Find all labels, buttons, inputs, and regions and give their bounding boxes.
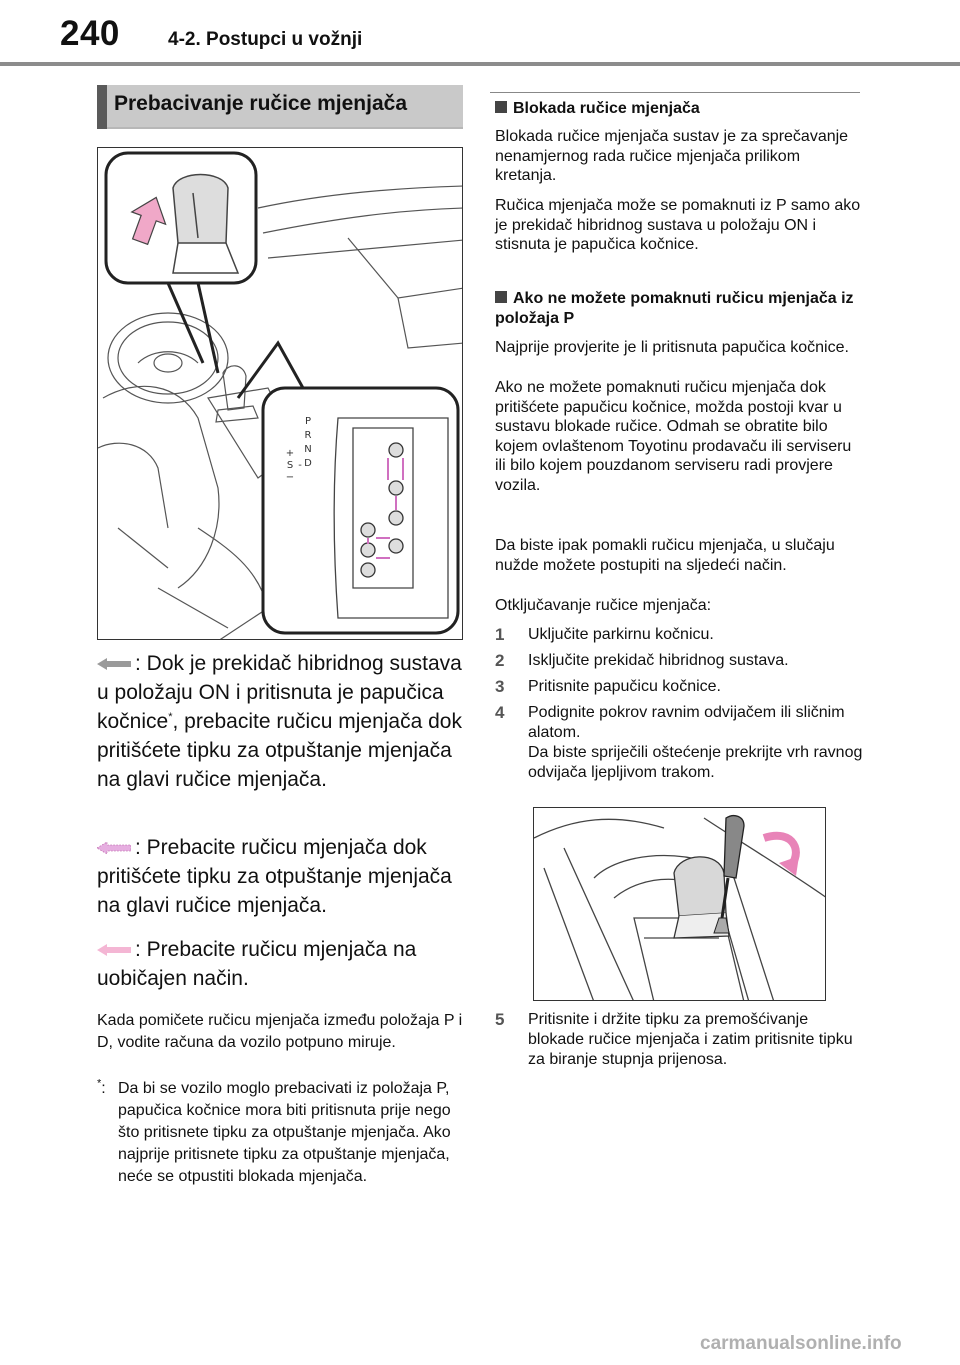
gate-letter-r: R [305, 430, 312, 441]
block1-title: Blokada ručice mjenjača [495, 99, 700, 119]
legend-item-gray: : Dok je prekidač hibridnog sustava u po… [97, 649, 472, 794]
gate-s-dash: - [298, 460, 302, 471]
right-column-rule [490, 92, 860, 93]
legend-item-pink: : Prebacite ručicu mjenjača na uobičajen… [97, 935, 472, 993]
section-title-box: Prebacivanje ručice mjenjača [97, 85, 463, 129]
legend-text-pink: : Prebacite ručicu mjenjača na uobičajen… [97, 938, 417, 990]
legend-text-pink-dotted: : Prebacite ručicu mjenjača dok pritišće… [97, 836, 452, 917]
legend-text-gray-after: , prebacite ručicu mjenjača dok pritišće… [97, 710, 462, 791]
car-interior-drawing: P R N D + S - − [98, 151, 462, 639]
gate-s-minus: − [286, 472, 294, 483]
gate-s: S [287, 460, 293, 471]
block2-p3: Da biste ipak pomakli ručicu mjenjača, u… [495, 537, 835, 574]
footnote: *: Da bi se vozilo moglo prebacivati iz … [97, 1078, 467, 1188]
watermark: carmanualsonline.info [700, 1333, 902, 1354]
gate-letter-d: D [304, 458, 312, 469]
gate-s-plus: + [286, 448, 294, 459]
pink-arrow-icon [97, 944, 131, 957]
pink-dotted-arrow-icon [97, 841, 131, 856]
block2-p2: Ako ne možete pomaknuti ručicu mjenjača … [495, 379, 852, 494]
block2-p4: Otključavanje ručice mjenjača: [495, 597, 712, 614]
section-heading: 4-2. Postupci u vožnji [168, 29, 363, 50]
gray-arrow-icon [97, 658, 131, 671]
block1-text2: Ručica mjenjača može se pomaknuti iz P s… [495, 197, 861, 253]
shift-lever-illustration: P R N D + S - − [97, 147, 463, 640]
shift-cover-drawing [534, 815, 825, 1000]
footnote-text: Da bi se vozilo moglo prebacivati iz pol… [118, 1080, 451, 1185]
header-rule [0, 62, 960, 66]
section-title-bar [97, 85, 107, 129]
block2-title: Ako ne možete pomaknuti ručicu mjenjača … [495, 290, 854, 327]
legend-text-gray: : Dok je prekidač hibridnog sustava u po… [97, 652, 462, 733]
section-title: Prebacivanje ručice mjenjača [114, 92, 408, 115]
legend-item-pink-dotted: : Prebacite ručicu mjenjača dok pritišće… [97, 833, 472, 920]
page-number: 240 [60, 14, 120, 53]
block1-text: Blokada ručice mjenjača sustav je za spr… [495, 128, 849, 184]
block2-p1: Najprije provjerite je li pritisnuta pap… [495, 339, 849, 356]
step-4: 4 Podignite pokrov ravnim odvijačem ili … [495, 703, 863, 781]
gate-letter-p: P [305, 416, 311, 427]
note-paragraph: Kada pomičete ručicu mjenjača između pol… [97, 1012, 463, 1051]
legend-footnote-mark: * [168, 711, 173, 723]
square-bullet-icon [495, 101, 507, 113]
square-bullet-icon [495, 291, 507, 303]
gate-letter-n: N [304, 444, 311, 455]
screwdriver-illustration [533, 807, 826, 1001]
footnote-star: *: [97, 1077, 106, 1097]
